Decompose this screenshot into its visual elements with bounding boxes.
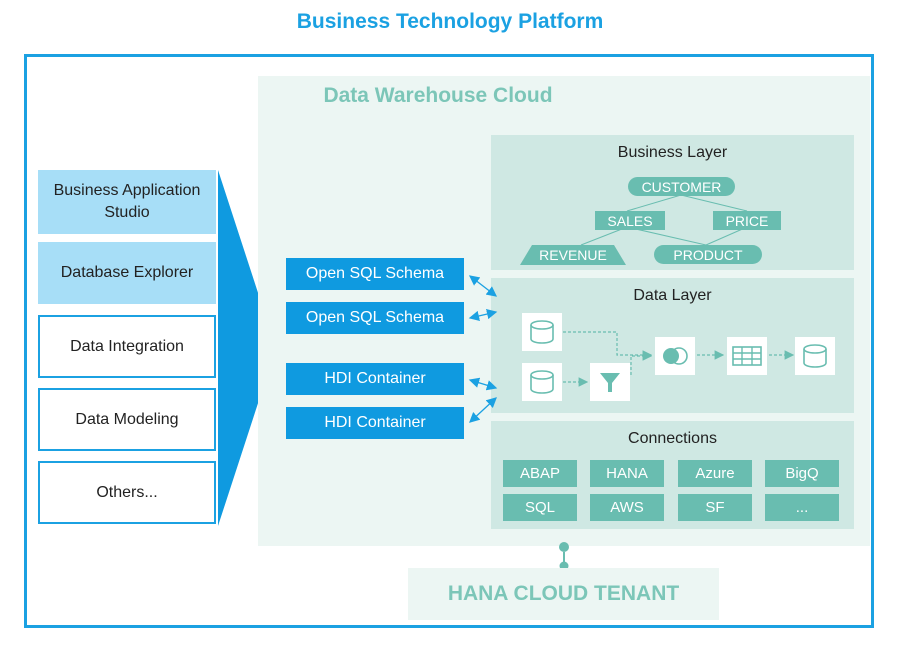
chevron-arrow (218, 170, 276, 526)
node-revenue-shape (520, 245, 626, 265)
connection-sql: SQL (503, 494, 577, 521)
business-layer-title: Business Layer (617, 144, 728, 161)
diagram-title: Business Technology Platform (296, 10, 604, 33)
connection-abap: ABAP (503, 460, 577, 487)
database-icon (522, 363, 562, 401)
tool-data-integration: Data Integration (38, 315, 216, 378)
business-layer-links (580, 194, 748, 246)
connections-title: Connections (628, 430, 717, 447)
open-sql-schema-1: Open SQL Schema (286, 258, 464, 290)
tool-others: Others... (38, 461, 216, 524)
connection-more: ... (765, 494, 839, 521)
join-icon (655, 337, 695, 375)
connection-bigq: BigQ (765, 460, 839, 487)
filter-icon (590, 363, 630, 401)
hdi-container-2: HDI Container (286, 407, 464, 439)
node-revenue: REVENUE (539, 247, 607, 263)
tool-data-modeling: Data Modeling (38, 388, 216, 451)
node-sales: SALES (595, 211, 665, 230)
table-icon (727, 337, 767, 375)
platform-frame (24, 54, 874, 628)
node-product: PRODUCT (654, 245, 762, 264)
schema-link-arrows (468, 275, 498, 423)
hana-cloud-tenant: HANA CLOUD TENANT (408, 568, 719, 620)
connection-azure: Azure (678, 460, 752, 487)
dwc-title: Data Warehouse Cloud (323, 84, 553, 107)
tool-business-application-studio: Business Application Studio (38, 170, 216, 234)
database-icon (795, 337, 835, 375)
open-sql-schema-2: Open SQL Schema (286, 302, 464, 334)
database-icon (522, 313, 562, 351)
data-layer-title: Data Layer (633, 287, 712, 304)
connection-aws: AWS (590, 494, 664, 521)
hdi-container-1: HDI Container (286, 363, 464, 395)
connection-hana: HANA (590, 460, 664, 487)
tool-database-explorer: Database Explorer (38, 242, 216, 304)
node-price: PRICE (713, 211, 781, 230)
node-customer: CUSTOMER (628, 177, 735, 196)
connection-sf: SF (678, 494, 752, 521)
